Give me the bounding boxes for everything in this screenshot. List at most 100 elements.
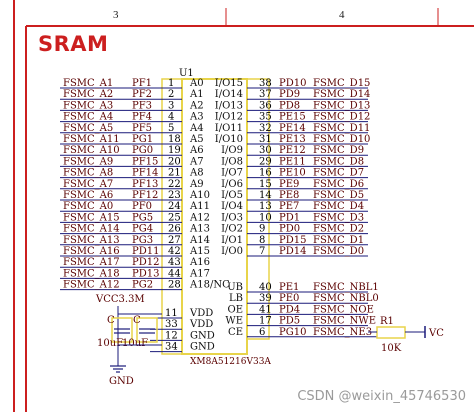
- pin-name: I/O5: [221, 190, 243, 201]
- port-label: PF13: [132, 179, 158, 190]
- pin-name: I/O1: [221, 235, 243, 246]
- pin-name: VDD: [189, 319, 213, 330]
- pin-number: 34: [165, 342, 178, 353]
- port-label: PD15: [279, 235, 306, 246]
- net-label: FSMC_A16: [63, 246, 120, 257]
- pin-number: 27: [168, 235, 181, 246]
- pin-name: VDD: [189, 308, 213, 319]
- pin-name: I/O2: [221, 224, 243, 235]
- capacitor-left-ref: C: [107, 315, 115, 326]
- port-label: PD4: [279, 304, 300, 315]
- pin-number: 1: [168, 78, 174, 89]
- sheet-title: SRAM: [38, 32, 109, 56]
- chip-ref: U1: [179, 68, 194, 79]
- capacitor-right-ref: C: [133, 315, 141, 326]
- port-label: PE1: [279, 282, 299, 293]
- pin-number: 19: [168, 145, 181, 156]
- pin-number: 17: [259, 316, 272, 327]
- net-label: FSMC_A6: [63, 190, 113, 201]
- port-label: PG3: [132, 235, 153, 246]
- pin-number: 40: [259, 282, 272, 293]
- net-label: FSMC_A9: [63, 156, 113, 167]
- net-label: FSMC_D15: [313, 78, 370, 89]
- port-label: PD1: [279, 212, 300, 223]
- pin-name: A4: [189, 123, 204, 134]
- port-label: PF2: [132, 89, 152, 100]
- sheet-column-number: 4: [339, 9, 345, 21]
- net-label: FSMC_A5: [63, 123, 113, 134]
- pin-number: 33: [165, 319, 178, 330]
- pin-name: A3: [189, 112, 204, 123]
- pin-name: I/O3: [221, 212, 243, 223]
- port-label: PE9: [279, 179, 299, 190]
- pin-number: 3: [168, 100, 174, 111]
- net-label: FSMC_A18: [63, 268, 120, 279]
- pin-name: GND: [190, 342, 215, 353]
- pin-name: A17: [189, 268, 210, 279]
- pin-name: A9: [189, 179, 204, 190]
- pin-name: A10: [189, 190, 210, 201]
- pin-name: OE: [228, 304, 244, 315]
- pin-number: 14: [259, 190, 272, 201]
- pin-name: I/O14: [215, 89, 243, 100]
- port-label: PE0: [279, 293, 299, 304]
- net-label: FSMC_A11: [63, 134, 120, 145]
- net-label: FSMC_D10: [313, 134, 370, 145]
- data-pin-row: I/O5 14 PE8 FSMC_D5: [221, 190, 368, 201]
- pin-name: I/O11: [215, 123, 243, 134]
- pin-number: 29: [259, 156, 272, 167]
- net-label: FSMC_A7: [63, 179, 113, 190]
- net-label: FSMC_D5: [313, 190, 364, 201]
- net-label: FSMC_D9: [313, 145, 364, 156]
- net-label: FSMC_A4: [63, 112, 113, 123]
- pin-name: A7: [189, 156, 204, 167]
- net-label: FSMC_A3: [63, 100, 113, 111]
- port-label: PE10: [279, 168, 306, 179]
- pin-name: I/O7: [221, 168, 243, 179]
- net-label: FSMC_A10: [63, 145, 120, 156]
- port-label: PE15: [279, 112, 306, 123]
- pin-name: I/O12: [215, 112, 243, 123]
- pin-name: A18/NC: [189, 280, 230, 291]
- pin-number: 30: [259, 145, 272, 156]
- ground-label: GND: [109, 376, 134, 387]
- port-label: PF12: [132, 190, 158, 201]
- net-label: FSMC_A2: [63, 89, 113, 100]
- net-label: FSMC_D13: [313, 100, 370, 111]
- pin-number: 28: [168, 280, 181, 291]
- net-label: FSMC_D0: [313, 246, 364, 257]
- net-label: FSMC_A8: [63, 168, 113, 179]
- port-label: PF3: [132, 100, 152, 111]
- pin-number: 7: [259, 246, 265, 257]
- port-label: PF4: [132, 112, 152, 123]
- net-label: FSMC_A12: [63, 280, 120, 291]
- net-label: FSMC_NBL1: [313, 282, 379, 293]
- port-label: PG4: [132, 224, 153, 235]
- pin-number: 20: [168, 156, 181, 167]
- pin-number: 31: [259, 134, 272, 145]
- net-label: FSMC_D2: [313, 224, 364, 235]
- pin-number: 42: [168, 246, 181, 257]
- port-label: PG2: [132, 280, 153, 291]
- capacitor-left: [111, 317, 133, 343]
- port-label: PD10: [279, 78, 306, 89]
- pin-name: A6: [189, 145, 204, 156]
- pin-number: 36: [259, 100, 272, 111]
- pin-number: 12: [165, 330, 178, 341]
- pin-name: LB: [229, 293, 243, 304]
- port-label: PE8: [279, 190, 299, 201]
